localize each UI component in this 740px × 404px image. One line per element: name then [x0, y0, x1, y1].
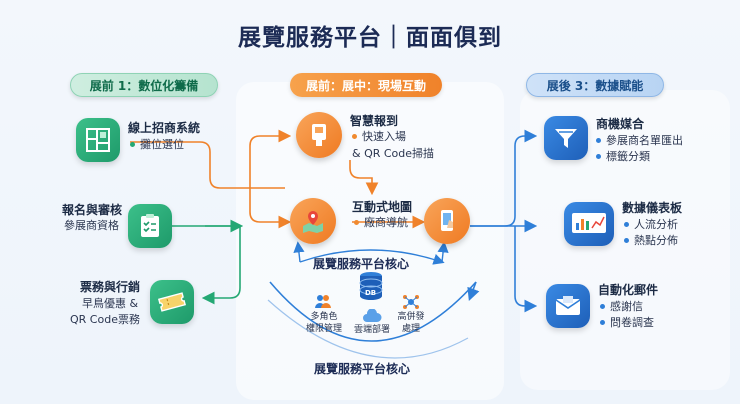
- map-bullet: 廠商導航: [354, 215, 408, 231]
- module-concurrency: 高併發處理: [397, 312, 425, 334]
- core-bottom-title: 展覽服務平台核心: [314, 362, 411, 376]
- mail-icon: [546, 284, 590, 328]
- kiosk-icon: [296, 112, 342, 158]
- left-item3-line2: QR Code票務: [70, 313, 140, 326]
- module-cloud: 雲端部署: [353, 325, 390, 335]
- right-item3-title: 自動化郵件: [598, 283, 659, 297]
- ticket-icon: [150, 280, 194, 324]
- right-item1-b2: 標籤分類: [596, 149, 650, 165]
- dashboard-icon: [564, 202, 614, 246]
- checkin-line2: & QR Code掃描: [352, 147, 435, 160]
- right-item2-b2: 熱點分佈: [624, 233, 678, 249]
- left-item3-title: 票務與行銷: [80, 280, 141, 294]
- right-item3-b1: 感謝信: [600, 299, 643, 315]
- map-pin-icon: [290, 198, 336, 244]
- right-item2-b1: 人流分析: [624, 217, 678, 233]
- core-title: 展覽服務平台核心: [313, 257, 410, 271]
- checklist-icon: [128, 204, 172, 248]
- left-item3-line1: 早鳥優惠 &: [82, 297, 139, 310]
- left-item1-bullet: 攤位選位: [130, 137, 184, 153]
- right-item2-title: 數據儀表板: [622, 201, 683, 215]
- network-icon: [402, 294, 420, 310]
- phase-before-badge: 展前 1：數位化籌備: [70, 73, 218, 97]
- phase-after-badge: 展後 3：數據賦能: [526, 73, 664, 97]
- users-icon: [314, 294, 332, 310]
- right-item3-b2: 問卷調查: [600, 315, 654, 331]
- left-item2-title: 報名與審核: [62, 203, 123, 217]
- module-roles: 多角色權限管理: [305, 312, 342, 334]
- checkin-bullet: 快速入場: [352, 129, 406, 145]
- checkin-title: 智慧報到: [350, 114, 399, 128]
- funnel-icon: [544, 116, 588, 160]
- left-item2-sub: 參展商資格: [64, 219, 119, 232]
- right-item1-b1: 參展商名單匯出: [596, 133, 683, 149]
- database-icon: DB: [358, 271, 384, 301]
- right-item1-title: 商機媒合: [596, 117, 645, 131]
- db-label: DB: [365, 289, 377, 297]
- map-title: 互動式地圖: [352, 200, 413, 214]
- smartphone-icon: [424, 198, 470, 244]
- left-item1-title: 線上招商系統: [128, 121, 201, 135]
- floorplan-icon: [76, 118, 120, 162]
- phase-during-badge: 展前：展中：現場互動: [290, 73, 442, 97]
- page-title: 展覽服務平台｜面面俱到: [238, 25, 502, 51]
- cloud-icon: [362, 308, 382, 322]
